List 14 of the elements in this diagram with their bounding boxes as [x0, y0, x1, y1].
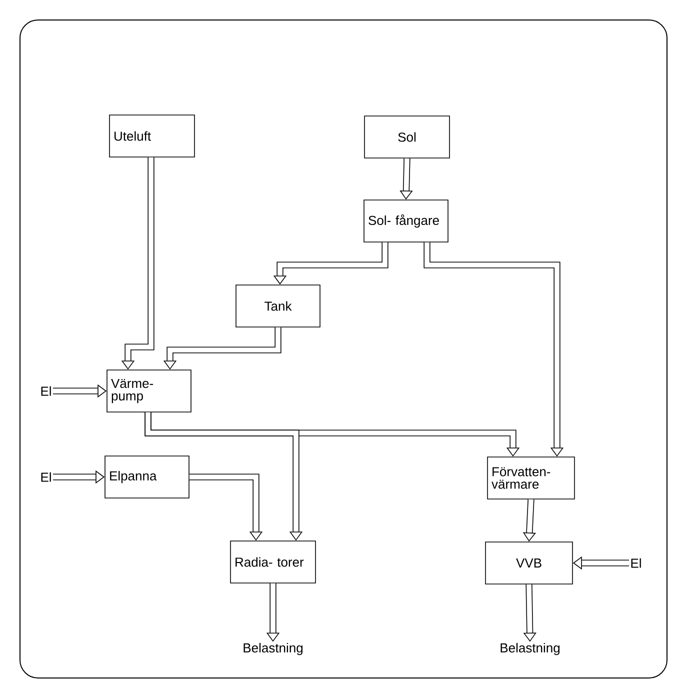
process-box: Värme- pump	[106, 370, 192, 412]
process-box: VVB	[485, 542, 573, 584]
input-label: El	[41, 472, 51, 482]
output-label: Belastning	[244, 642, 303, 656]
output-label: Belastning	[500, 642, 560, 656]
process-box: Förvatten- värmare	[487, 456, 575, 500]
process-box: Tank	[236, 284, 320, 328]
process-box: Elpanna	[104, 456, 190, 498]
input-label: El	[41, 386, 51, 396]
input-label: El	[631, 558, 641, 568]
process-box: Sol- fångare	[364, 200, 448, 242]
process-box: Radia- torer	[230, 540, 316, 584]
process-box: Uteluft	[109, 114, 195, 158]
process-box: Sol	[364, 116, 450, 158]
